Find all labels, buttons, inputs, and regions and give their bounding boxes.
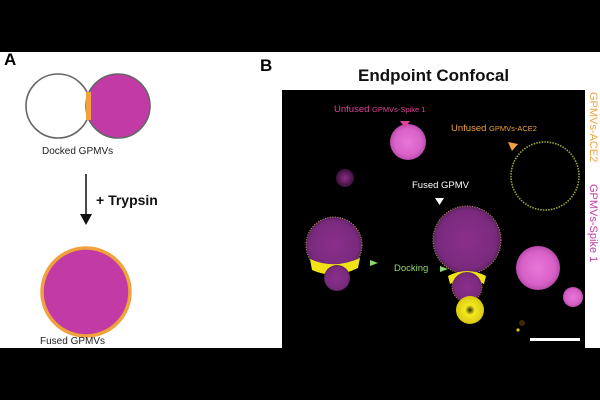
right-spike-vesicle: [516, 246, 560, 290]
fused-vesicle: [40, 246, 132, 338]
pink-arrowhead-icon: [400, 121, 410, 128]
spike-channel-label: GPMVs-Spike 1: [587, 184, 599, 263]
left-small-vesicle: [324, 265, 350, 291]
docking-interface: [86, 92, 91, 120]
fused-gpmvs-label: Fused GPMVs: [40, 336, 106, 347]
green-arrowhead-icon: [370, 260, 378, 266]
white-arrowhead-icon: [435, 198, 444, 205]
green-arrowhead-icon: [440, 266, 448, 272]
scale-bar: [530, 338, 580, 341]
panel-a-letter: A: [4, 52, 17, 69]
trypsin-arrow: [80, 174, 92, 225]
docked-empty-vesicle: [25, 73, 91, 139]
trypsin-label: + Trypsin: [96, 192, 158, 208]
fused-gpmv-annotation: Fused GPMV: [412, 180, 470, 191]
panel-b-title: Endpoint Confocal: [358, 66, 510, 85]
edge-spike-vesicle: [563, 287, 583, 307]
ace2-channel-label: GPMVs-ACE2: [587, 92, 599, 163]
orange-arrowhead-icon: [508, 142, 518, 151]
yellow-vesicle: [456, 296, 484, 324]
figure: A Docked GPMVs + Trypsin Fused GPMVs B E…: [0, 52, 600, 348]
docking-annotation: Docking: [394, 263, 429, 274]
unfused-spike-vesicle: [390, 124, 426, 160]
unfused-spike-annotation: Unfused GPMVs-Spike 1: [334, 104, 426, 115]
panel-b-letter: B: [260, 56, 273, 75]
confocal-image: Unfused GPMVs-Spike 1 Unfused GPMVs-ACE2…: [282, 90, 585, 348]
confocal-scene: [305, 121, 583, 341]
speck: [519, 320, 525, 326]
fused-gpmv-diagram: [40, 246, 132, 338]
docked-gpmvs-diagram: [25, 73, 151, 139]
docked-magenta-vesicle: [85, 73, 151, 139]
left-large-vesicle: [305, 216, 363, 274]
unfused-ace2-vesicle: [510, 141, 580, 211]
docked-gpmvs-label: Docked GPMVs: [42, 146, 114, 157]
speck: [516, 328, 520, 332]
fused-gpmv: [432, 205, 502, 275]
small-vesicle: [336, 169, 354, 187]
unfused-ace2-annotation: Unfused GPMVs-ACE2: [451, 123, 537, 134]
